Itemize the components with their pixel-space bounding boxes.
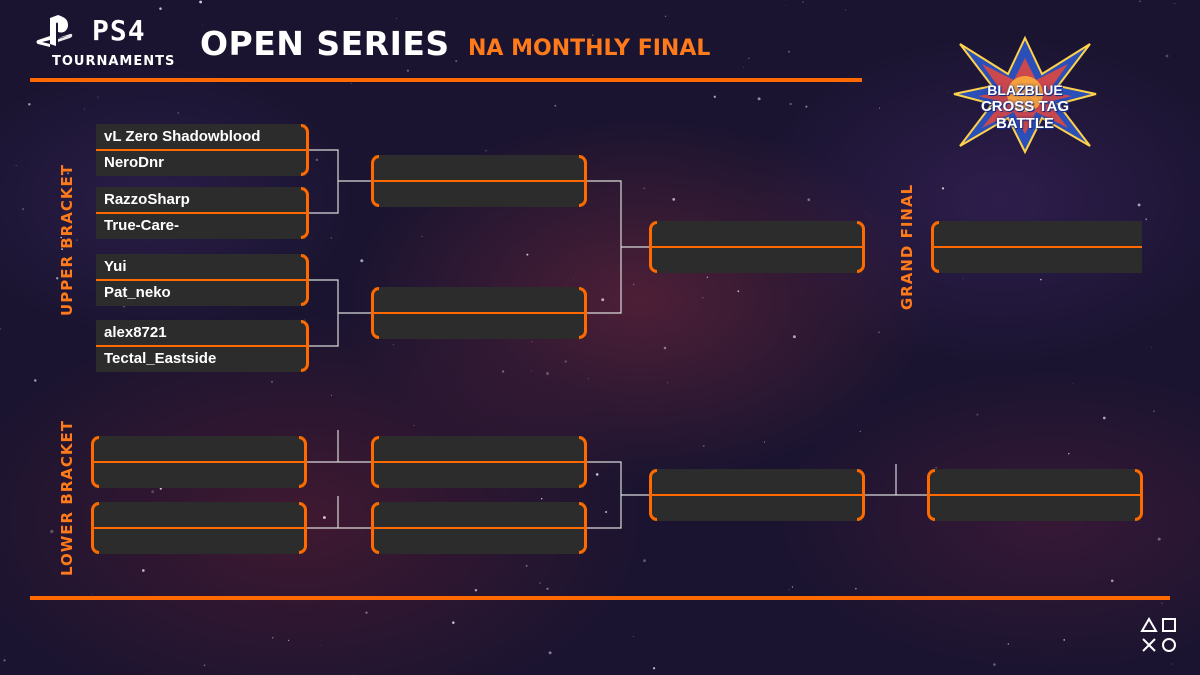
lower-r2-match-2	[371, 502, 587, 554]
player-slot	[94, 528, 304, 554]
lower-r2-match-1	[371, 436, 587, 488]
upper-r1-match-4: alex8721 Tectal_Eastside	[96, 320, 309, 372]
player-slot	[652, 495, 862, 521]
player-slot	[94, 436, 304, 462]
upper-r2-match-1	[371, 155, 587, 207]
player-slot	[652, 221, 862, 247]
player-slot: alex8721	[104, 324, 167, 341]
player-slot: True-Care-	[104, 217, 180, 234]
upper-r2-match-2	[371, 287, 587, 339]
player-slot	[374, 181, 584, 207]
ps4-logo	[36, 14, 186, 58]
upper-r1-match-1: vL Zero Shadowblood NeroDnr	[96, 124, 309, 176]
ps4-wordmark: PS4	[92, 14, 146, 47]
lower-r1-match-1	[91, 436, 307, 488]
tournaments-label: TOURNAMENTS	[52, 54, 176, 69]
player-slot	[934, 247, 1142, 273]
player-slot: NeroDnr	[104, 154, 165, 171]
player-slot: Tectal_Eastside	[104, 350, 217, 367]
upper-r1-match-3: Yui Pat_neko	[96, 254, 309, 306]
player-slot	[934, 221, 1142, 247]
upper-r1-match-2: RazzoSharp True-Care-	[96, 187, 309, 239]
header-divider	[30, 78, 862, 82]
player-slot	[94, 462, 304, 488]
player-slot	[930, 495, 1140, 521]
game-logo-line1: BLAZBLUE	[987, 82, 1063, 98]
lower-final-match	[927, 469, 1143, 521]
player-slot: RazzoSharp	[104, 191, 190, 208]
player-slot	[652, 247, 862, 273]
page-subtitle: NA MONTHLY FINAL	[468, 36, 711, 61]
player-slot: Pat_neko	[104, 284, 171, 301]
player-slot	[374, 287, 584, 313]
lower-r1-match-2	[91, 502, 307, 554]
game-logo-line2: CROSS TAG BATTLE	[980, 98, 1070, 132]
grand-final-match	[931, 221, 1142, 273]
player-slot	[374, 528, 584, 554]
player-slot	[374, 462, 584, 488]
player-slot	[374, 436, 584, 462]
player-slot	[930, 469, 1140, 495]
upper-final-match	[649, 221, 865, 273]
player-slot: Yui	[104, 258, 127, 275]
playstation-buttons-icon	[1140, 616, 1180, 660]
footer-divider	[30, 596, 1170, 600]
player-slot: vL Zero Shadowblood	[104, 128, 261, 145]
lower-semi-match	[649, 469, 865, 521]
page-title: OPEN SERIES	[200, 24, 450, 63]
player-slot	[374, 155, 584, 181]
player-slot	[374, 313, 584, 339]
player-slot	[94, 502, 304, 528]
blazblue-logo: BLAZBLUE CROSS TAG BATTLE	[950, 34, 1100, 158]
player-slot	[374, 502, 584, 528]
player-slot	[652, 469, 862, 495]
